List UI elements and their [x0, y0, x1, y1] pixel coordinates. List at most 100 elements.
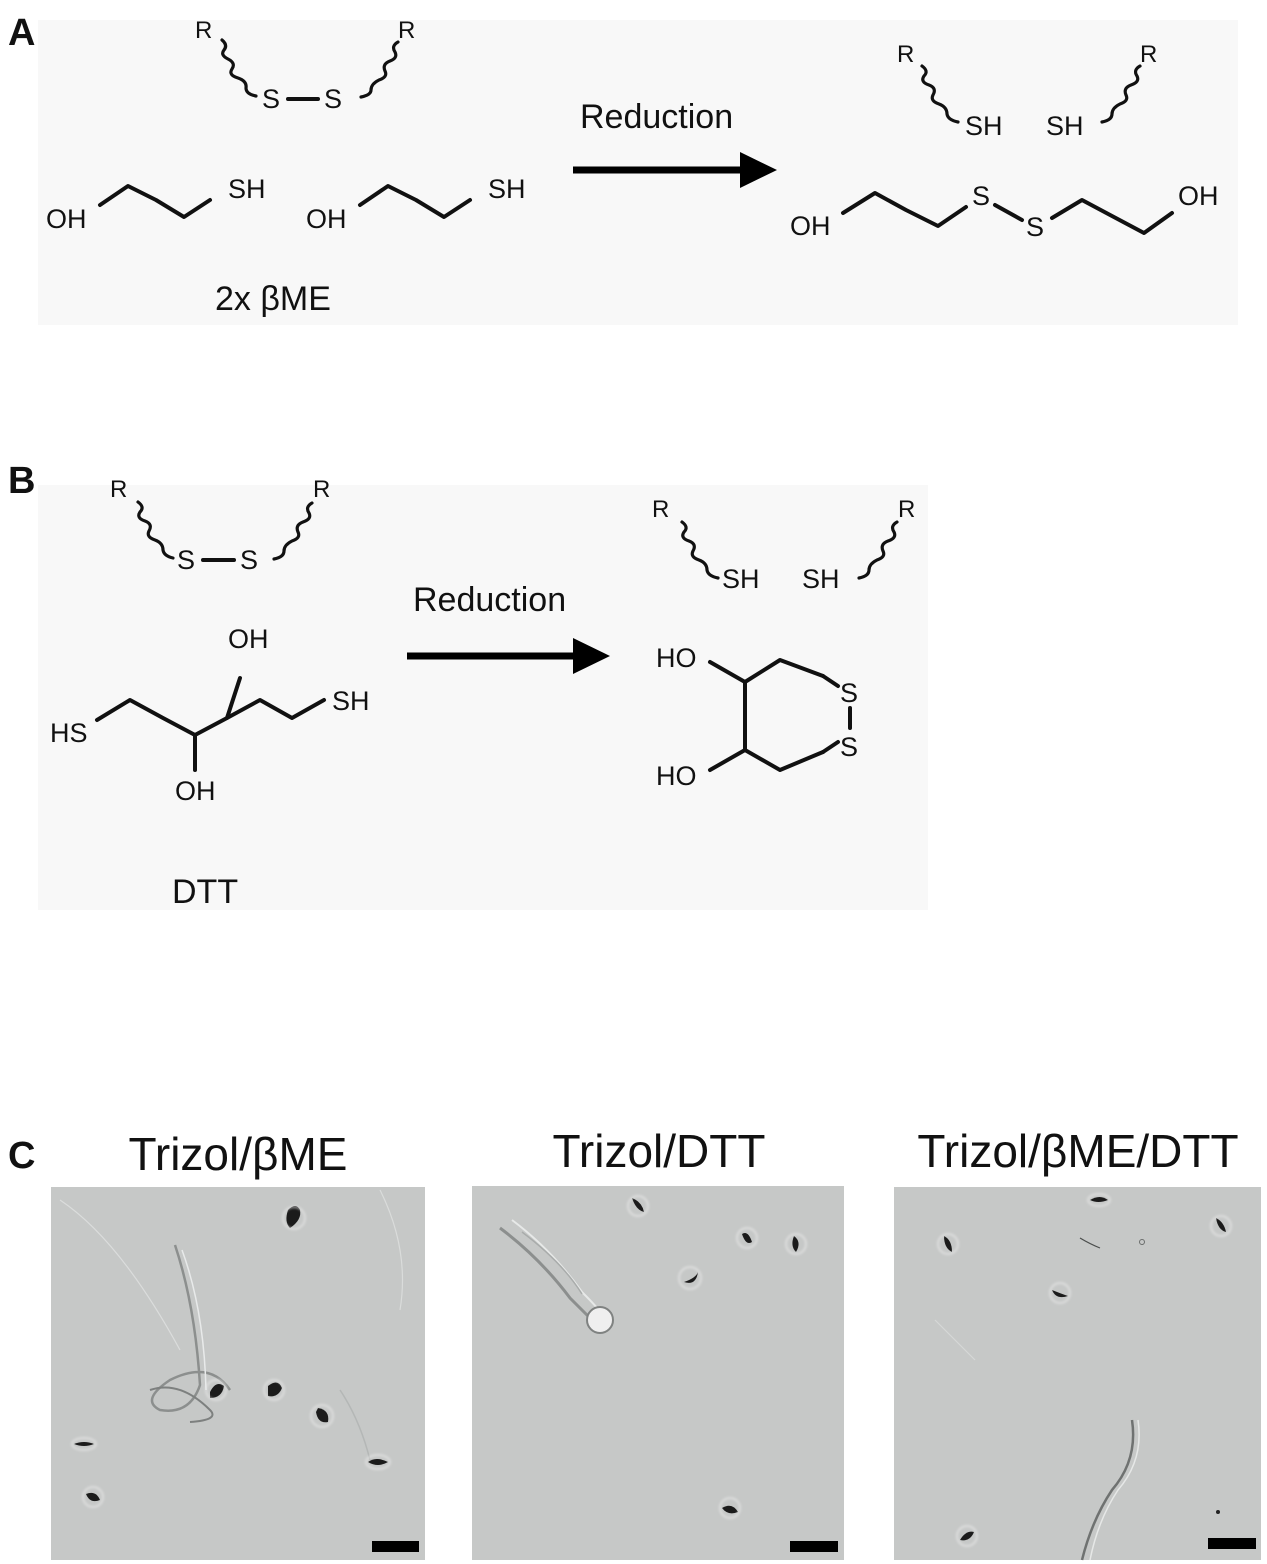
arrow-label: Reduction [580, 98, 733, 136]
wavy-bond [1100, 64, 1142, 124]
sulfur-atom: S [840, 678, 858, 708]
hydroxyl-label: OH [790, 211, 831, 241]
sulfur-atom: S [324, 84, 342, 114]
sulfur-atom: S [177, 545, 195, 575]
parasite-cell [282, 1206, 306, 1230]
reagent-caption: DTT [172, 873, 238, 911]
parasite-cell [1210, 1215, 1232, 1237]
debris-bubble [1139, 1239, 1145, 1245]
parasite-cell [937, 1233, 959, 1255]
arrow-label: Reduction [413, 581, 566, 619]
wavy-bond [857, 520, 899, 580]
parasite-cell [1049, 1282, 1071, 1304]
parasite-cell [205, 1379, 227, 1401]
panel-b-letter: B [8, 460, 35, 502]
disulfide-bond [993, 203, 1024, 222]
hydroxyl-bond [708, 748, 747, 772]
thiol-label: SH [1046, 111, 1084, 141]
thiol-label: SH [488, 174, 526, 204]
reaction-arrow-b: Reduction [407, 581, 610, 674]
dtt-molecule: HS OH OH SH [50, 624, 370, 806]
debris-particle [1216, 1510, 1220, 1514]
r-group-label: R [652, 496, 669, 523]
r-group-label: R [195, 17, 212, 44]
carbon-chain [95, 698, 326, 737]
scale-bar [1208, 1538, 1256, 1549]
panel-b-background [38, 485, 928, 910]
oxidized-dtt-ring: HO HO S S [656, 643, 858, 791]
ring-bond [743, 680, 825, 772]
micrograph-background [894, 1187, 1261, 1560]
wavy-bond [220, 38, 258, 98]
disulfide-reactant-b: R R S S [110, 476, 330, 575]
wavy-bond [136, 500, 175, 560]
r-group-label: R [1140, 41, 1157, 68]
disulfide-reactant-a: R R S S [195, 17, 415, 114]
thiol-products-b: R SH R SH [652, 496, 915, 594]
debris-filament [59, 1199, 181, 1351]
r-group-label: R [313, 476, 330, 503]
micrograph-2 [472, 1186, 844, 1560]
ring-bond [743, 658, 825, 684]
arrow-head [573, 638, 610, 674]
wavy-bond [920, 64, 960, 124]
debris-filament [1079, 1237, 1101, 1249]
hydroxyl-label: OH [228, 624, 269, 654]
debris-bubble [586, 1306, 614, 1334]
debris-filament [181, 1249, 207, 1391]
micrograph-1 [51, 1187, 425, 1560]
bme-molecule-1: OH SH [46, 174, 266, 234]
wavy-bond [680, 520, 720, 580]
hydroxyl-label: HO [656, 761, 697, 791]
hydroxyl-label: HO [656, 643, 697, 673]
hydroxyl-label: OH [306, 204, 347, 234]
ring-bond [821, 674, 840, 688]
parasite-cell [365, 1454, 391, 1470]
sulfur-atom: S [1026, 212, 1044, 242]
r-group-label: R [110, 476, 127, 503]
micrograph-title: Trizol/DTT [553, 1125, 766, 1177]
sulfur-atom: S [972, 181, 990, 211]
hydroxyl-bond [708, 660, 747, 684]
debris-filament [521, 1231, 583, 1295]
thiol-label: SH [722, 564, 760, 594]
parasite-cell [1087, 1193, 1111, 1207]
micrograph-title: Trizol/βME [129, 1128, 348, 1180]
r-group-label: R [398, 17, 415, 44]
bme-molecule-2: OH SH [306, 174, 526, 234]
carbon-chain [98, 184, 212, 219]
oxidized-bme-dimer: OH S S OH [790, 181, 1219, 242]
parasite-cell [82, 1486, 104, 1508]
scale-bar [790, 1541, 838, 1552]
parasite-cell [956, 1525, 978, 1547]
hydroxyl-label: OH [46, 204, 87, 234]
thiol-label: HS [50, 718, 88, 748]
r-group-label: R [898, 496, 915, 523]
micrograph-background [472, 1186, 844, 1560]
parasite-cell [627, 1195, 649, 1217]
thiol-label: SH [332, 686, 370, 716]
parasite-cell [719, 1497, 741, 1519]
carbon-chain [1050, 198, 1174, 235]
parasite-cell [71, 1437, 97, 1451]
thiol-label: SH [802, 564, 840, 594]
debris-filament [1080, 1419, 1135, 1561]
debris-filament [149, 1386, 214, 1423]
parasite-cell [263, 1379, 285, 1401]
r-group-label: R [897, 41, 914, 68]
sulfur-atom: S [262, 84, 280, 114]
parasite-cell [785, 1233, 807, 1255]
parasite-cell [678, 1266, 702, 1290]
panel-b: B R R S S HS OH OH SH DTT Reduction [8, 460, 928, 911]
thiol-products-a: R SH R SH [897, 41, 1157, 141]
hydroxyl-bond [225, 676, 242, 720]
hydroxyl-label: OH [1178, 181, 1219, 211]
micrograph-3 [894, 1187, 1261, 1561]
parasite-cell [736, 1227, 758, 1249]
debris-filament [379, 1189, 404, 1311]
sulfur-atom: S [240, 545, 258, 575]
wavy-bond [272, 501, 314, 561]
thiol-label: SH [228, 174, 266, 204]
sulfur-atom: S [840, 732, 858, 762]
